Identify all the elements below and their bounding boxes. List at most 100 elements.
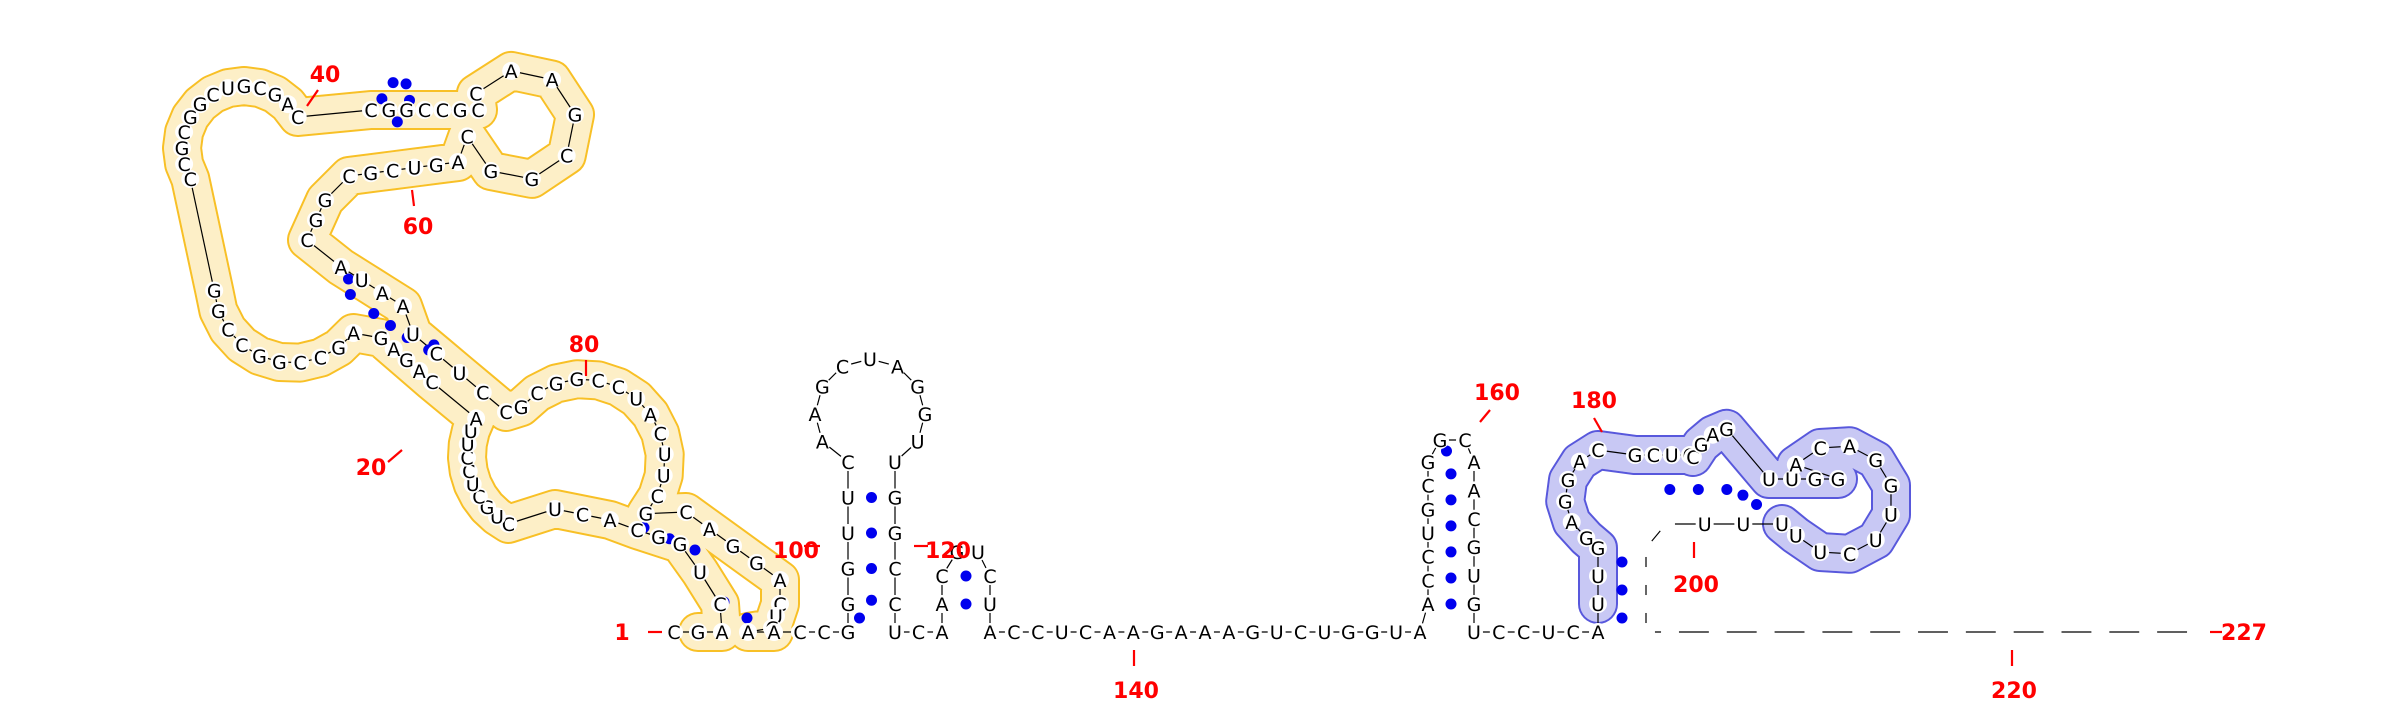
nucleotide-bg [839, 623, 857, 641]
nucleotide-bg [1881, 505, 1900, 524]
nucleotide: G [1694, 434, 1709, 456]
nucleotide: G [483, 161, 498, 183]
nucleotide-bg [1811, 543, 1830, 562]
nucleotide: U [971, 542, 985, 564]
nucleotide-bg [1708, 623, 1727, 641]
nucleotide: U [407, 158, 421, 180]
nucleotide-bg [806, 405, 824, 423]
nucleotide-bg [655, 445, 674, 464]
nucleotide-bg [427, 344, 446, 363]
nucleotide-bg [969, 543, 987, 561]
nucleotide: G [651, 527, 666, 549]
base-pair-dot [1445, 546, 1457, 558]
backbone-link [431, 381, 477, 419]
nucleotide: G [1561, 470, 1576, 492]
nucleotide-bg [1852, 623, 1871, 641]
nucleotide-bg [839, 524, 857, 542]
nucleotide: A [413, 361, 426, 383]
nucleotide-bg [813, 377, 832, 396]
nucleotide-bg [1363, 623, 1382, 641]
nucleotide-bg [451, 101, 470, 119]
nucleotide-bg [546, 500, 564, 518]
nucleotide-bg [886, 524, 904, 542]
nucleotide-bg [1465, 566, 1483, 585]
nucleotide-bg [1489, 623, 1508, 641]
nucleotide-bg [278, 95, 297, 114]
base-pair-dot [960, 570, 972, 582]
nucleotide: G [399, 100, 414, 122]
nucleotide-bg [340, 167, 358, 185]
nucleotide-bg [543, 70, 562, 89]
nucleotide: C [471, 100, 484, 122]
nucleotide-bg [1465, 453, 1483, 471]
base-pair-dot [1441, 445, 1452, 457]
nucleotide-bg [394, 297, 412, 315]
nucleotide-bg [765, 623, 783, 641]
nucleotide: C [1007, 622, 1020, 644]
nucleotide-bg [1052, 623, 1071, 641]
nucleotide-bg [250, 346, 269, 365]
nucleotide-bg [1539, 623, 1558, 641]
nucleotide-bg [469, 101, 487, 119]
nucleotide: A [397, 296, 410, 318]
nucleotide-bg [1661, 623, 1679, 641]
nucleotide: G [381, 100, 396, 122]
nucleotide-bg [1866, 450, 1885, 469]
nucleotide: A [984, 622, 997, 644]
base-pair-dot [854, 612, 865, 624]
nucleotide: C [1458, 430, 1471, 452]
nucleotide-bg [2187, 623, 2205, 641]
nucleotide-bg [1786, 455, 1805, 474]
nucleotide: U [863, 349, 877, 371]
position-tick [1593, 417, 1603, 433]
nucleotide-bg [1419, 476, 1437, 495]
nucleotide-bg [1243, 623, 1262, 641]
nucleotide: G [237, 76, 252, 98]
nucleotide-bg [711, 595, 729, 613]
nucleotide-bg [713, 623, 731, 641]
nucleotide-bg [1172, 623, 1191, 641]
nucleotide: C [841, 452, 854, 474]
base-pair-dot [1692, 484, 1704, 495]
nucleotide-bg [415, 101, 434, 119]
nucleotide: A [604, 510, 617, 532]
nucleotide: G [1884, 475, 1899, 497]
nucleotide-bg [1419, 524, 1437, 542]
nucleotide: U [453, 363, 467, 385]
position-label: 60 [403, 215, 434, 240]
nucleotide: U [1775, 514, 1789, 536]
nucleotide-bg [1562, 513, 1581, 531]
nucleotide-bg [589, 371, 608, 390]
nucleotide: G [1628, 445, 1643, 467]
base-pair-dot [689, 544, 701, 556]
nucleotide: C [1647, 445, 1660, 467]
nucleotide: U [1591, 594, 1605, 616]
nucleotide-bg [1840, 544, 1859, 563]
position-label: 220 [1991, 679, 2037, 704]
nucleotide-bg [1411, 623, 1429, 641]
nucleotide: A [1573, 452, 1586, 474]
nucleotide-bg [886, 623, 904, 641]
nucleotide-bg [888, 357, 907, 376]
nucleotide-bg [648, 486, 667, 505]
nucleotide: A [816, 432, 829, 454]
nucleotide: C [364, 100, 377, 122]
nucleotide: G [331, 338, 346, 360]
nucleotide: G [1150, 622, 1165, 644]
nucleotide: A [1127, 622, 1140, 644]
nucleotide: U [1389, 622, 1403, 644]
nucleotide-bg [1589, 623, 1607, 641]
position-label: 180 [1571, 389, 1617, 414]
nucleotide: G [193, 94, 208, 116]
nucleotide: U [983, 594, 997, 616]
nucleotide-bg [1637, 595, 1655, 613]
base-pair-dot [376, 93, 388, 105]
nucleotide-bg [373, 284, 392, 302]
nucleotide: G [1591, 538, 1606, 560]
nucleotide: U [1270, 622, 1284, 644]
nucleotide: C [184, 169, 197, 191]
nucleotide: C [592, 370, 605, 392]
nucleotide: G [318, 190, 333, 212]
